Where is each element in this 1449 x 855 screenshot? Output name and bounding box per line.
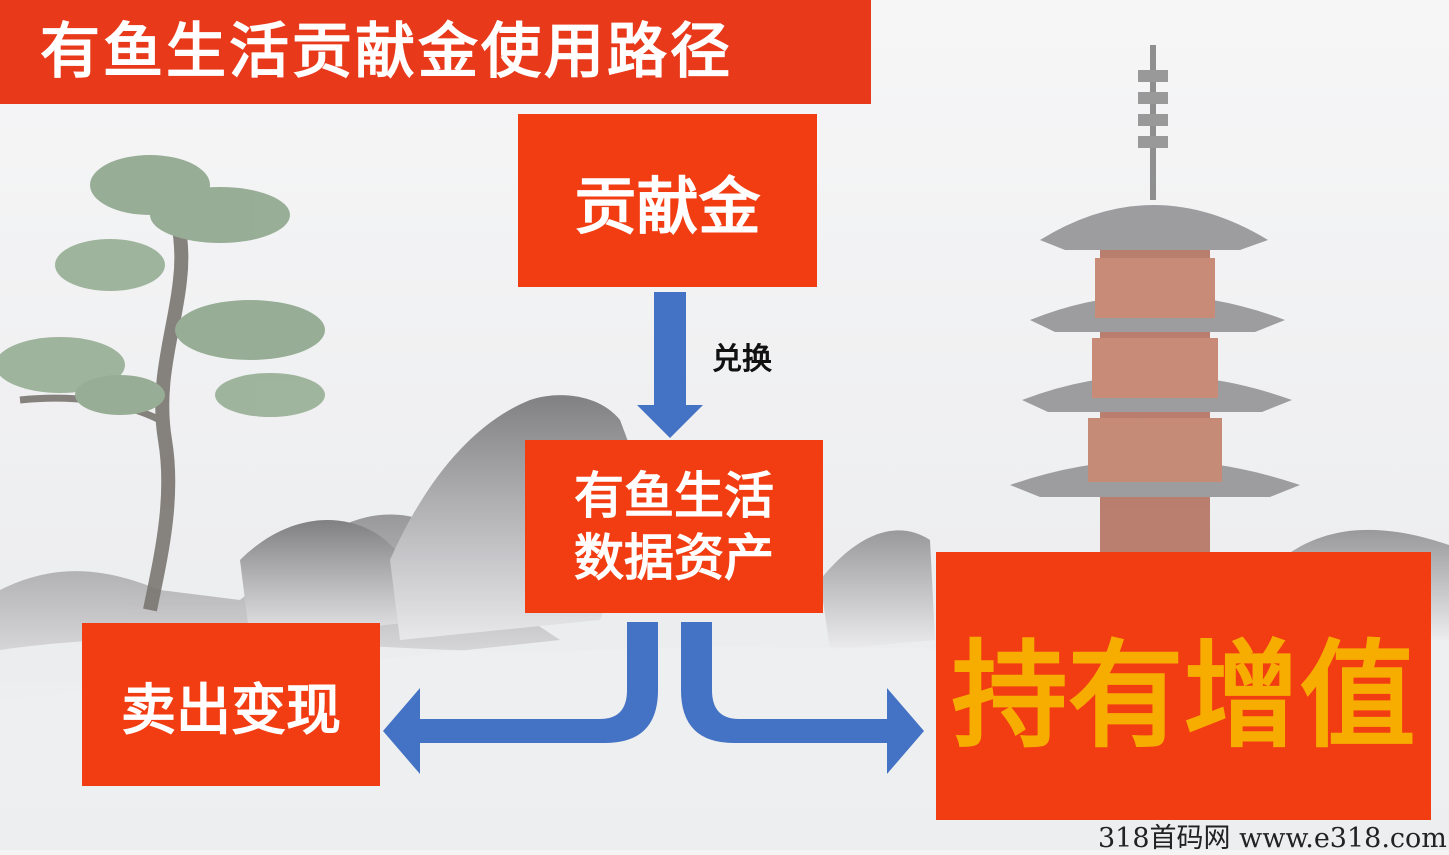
data-asset-line1: 有鱼生活	[574, 466, 774, 525]
down-arrow	[637, 292, 703, 438]
hold-appreciate-box: 持有增值	[936, 552, 1431, 820]
data-asset-box: 有鱼生活 数据资产	[525, 440, 823, 613]
right-arrow	[681, 622, 924, 774]
hold-appreciate-label: 持有增值	[951, 629, 1416, 764]
exchange-label: 兑换	[712, 342, 772, 377]
data-asset-line2: 数据资产	[574, 528, 774, 587]
watermark: 318首码网 www.e318.com	[1098, 823, 1447, 854]
page-title: 有鱼生活贡献金使用路径	[40, 17, 733, 87]
sell-cash-box: 卖出变现	[82, 623, 380, 786]
contribution-box: 贡献金	[518, 114, 817, 287]
left-arrow	[383, 622, 658, 774]
contribution-label: 贡献金	[574, 169, 761, 243]
pagoda	[1010, 45, 1300, 560]
pine-tree	[0, 155, 325, 612]
title-bar: 有鱼生活贡献金使用路径	[0, 0, 871, 104]
sell-cash-label: 卖出变现	[120, 677, 341, 742]
